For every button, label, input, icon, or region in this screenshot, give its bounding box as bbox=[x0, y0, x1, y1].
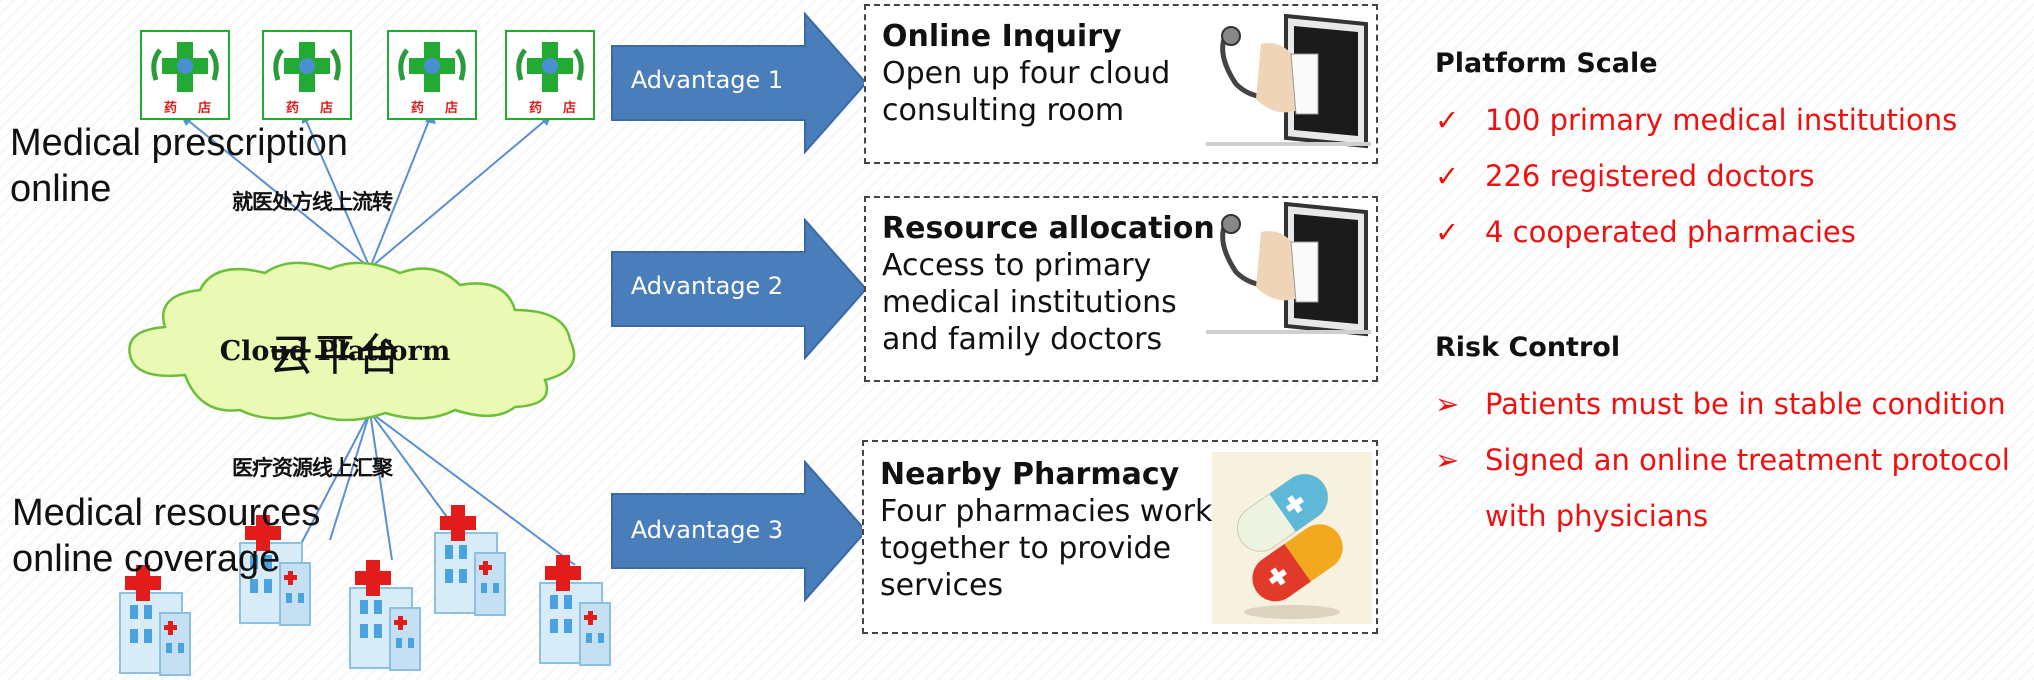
doctor-monitor-icon bbox=[1206, 14, 1371, 149]
advantage-3-label: Advantage 3 bbox=[630, 516, 784, 544]
pharmacy-sign-left: 药 bbox=[411, 100, 424, 116]
advantage-3-body-line3: services bbox=[880, 568, 1004, 603]
risk-control-item-text: Signed an online treatment protocol bbox=[1485, 443, 2010, 477]
platform-scale-item: ✓ 4 cooperated pharmacies bbox=[1435, 204, 1856, 260]
advantage-2-body-line1: Access to primary bbox=[882, 248, 1152, 283]
pharmacy-sign-right: 店 bbox=[320, 100, 333, 116]
risk-control-item-text: with physicians bbox=[1485, 499, 1709, 533]
pharmacy-sign-right: 店 bbox=[445, 100, 458, 116]
pharmacy-sign-right: 店 bbox=[563, 100, 576, 116]
pharmacy-icon: 药 店 bbox=[387, 30, 477, 120]
advantage-1-body-line1: Open up four cloud bbox=[882, 56, 1171, 91]
pharmacy-icon: 药 店 bbox=[505, 30, 595, 120]
pharmacy-icon: 药 店 bbox=[140, 30, 230, 120]
risk-control-title: Risk Control bbox=[1435, 332, 1621, 363]
risk-control-item-text: Patients must be in stable condition bbox=[1485, 387, 2006, 421]
advantage-3-body-line1: Four pharmacies work bbox=[880, 494, 1213, 529]
advantage-2-box: Resource allocation Access to primary me… bbox=[864, 196, 1378, 382]
doctor-monitor-icon bbox=[1206, 202, 1371, 337]
hospital-icon bbox=[349, 559, 421, 671]
resources-label-line1: Medical resources bbox=[12, 492, 321, 534]
platform-scale-item-text: 4 cooperated pharmacies bbox=[1485, 215, 1856, 249]
platform-scale-item: ✓ 100 primary medical institutions bbox=[1435, 92, 1957, 148]
risk-control-item: ➢ Signed an online treatment protocol bbox=[1435, 432, 2010, 488]
risk-control-item-continued: with physicians bbox=[1485, 488, 1708, 544]
pharmacy-sign-left: 药 bbox=[529, 100, 542, 116]
arrow-bullet-icon: ➢ bbox=[1435, 387, 1460, 421]
platform-scale-item-text: 226 registered doctors bbox=[1485, 159, 1815, 193]
pharmacy-sign-left: 药 bbox=[164, 100, 177, 116]
advantage-2-title: Resource allocation bbox=[882, 211, 1215, 246]
capsule-pills-icon bbox=[1212, 452, 1372, 624]
hospital-icon bbox=[434, 504, 506, 616]
platform-scale-item-text: 100 primary medical institutions bbox=[1485, 103, 1958, 137]
resources-label-line2: online coverage bbox=[12, 538, 281, 580]
check-icon: ✓ bbox=[1435, 159, 1460, 193]
advantage-3-box: Nearby Pharmacy Four pharmacies work tog… bbox=[862, 440, 1378, 634]
prescription-label-line2: online bbox=[10, 168, 112, 210]
cloud-platform-label: Cloud Platform bbox=[220, 336, 451, 367]
advantage-3-body-line2: together to provide bbox=[880, 531, 1172, 566]
advantage-1-body-line2: consulting room bbox=[882, 93, 1125, 128]
advantage-3-title: Nearby Pharmacy bbox=[880, 457, 1180, 492]
prescription-label-line1: Medical prescription bbox=[10, 122, 348, 164]
resources-gather-label: 医疗资源线上汇聚 bbox=[232, 456, 393, 480]
arrow-bullet-icon: ➢ bbox=[1435, 443, 1460, 477]
advantage-1-arrow bbox=[611, 12, 868, 154]
advantage-2-arrow bbox=[611, 218, 868, 360]
advantage-2-label: Advantage 2 bbox=[630, 272, 784, 300]
advantage-1-title: Online Inquiry bbox=[882, 19, 1122, 54]
prescription-flow-label: 就医处方线上流转 bbox=[232, 190, 393, 214]
cloud-cn-label: 云平台 bbox=[269, 330, 401, 381]
check-icon: ✓ bbox=[1435, 103, 1460, 137]
prescription-label: Medical prescription online bbox=[10, 120, 348, 212]
pharmacy-sign-right: 店 bbox=[198, 100, 211, 116]
platform-scale-item: ✓ 226 registered doctors bbox=[1435, 148, 1814, 204]
advantage-2-body-line2: medical institutions bbox=[882, 285, 1177, 320]
cloud-platform-icon: 云平台 Cloud Platform bbox=[128, 261, 576, 422]
platform-scale-title: Platform Scale bbox=[1435, 48, 1658, 79]
check-icon: ✓ bbox=[1435, 215, 1460, 249]
hospital-icon bbox=[539, 554, 611, 666]
risk-control-item: ➢ Patients must be in stable condition bbox=[1435, 376, 2006, 432]
pharmacy-icon: 药 店 bbox=[262, 30, 352, 120]
advantage-1-box: Online Inquiry Open up four cloud consul… bbox=[864, 4, 1378, 164]
pharmacy-sign-left: 药 bbox=[286, 100, 299, 116]
advantage-2-body-line3: and family doctors bbox=[882, 322, 1163, 357]
resources-label: Medical resources online coverage bbox=[12, 490, 320, 582]
advantage-1-label: Advantage 1 bbox=[630, 66, 784, 94]
advantage-3-arrow bbox=[611, 460, 868, 602]
